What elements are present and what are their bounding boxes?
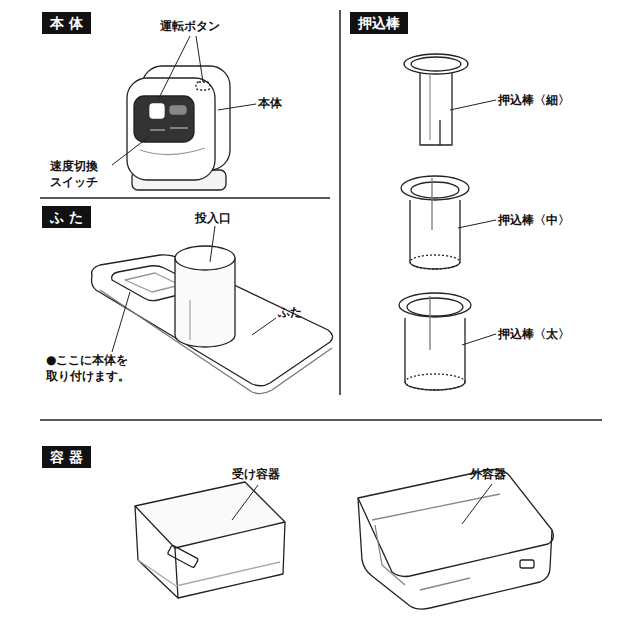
section-heading: ふ た	[42, 206, 91, 228]
receiving-container	[135, 482, 285, 598]
part-label: 押込棒〈細〉	[498, 92, 570, 108]
section-heading: 押込棒	[350, 12, 408, 34]
leader-line	[112, 36, 256, 165]
part-label: 受け容器	[232, 466, 280, 482]
heading-text: 容 器	[50, 449, 83, 465]
part-label: 運転ボタン	[160, 18, 220, 34]
leader-line	[450, 100, 496, 345]
part-label: ふた	[278, 304, 302, 320]
divider	[40, 419, 602, 421]
plunger-thick	[399, 293, 471, 390]
part-label: 押込棒〈太〉	[498, 326, 570, 342]
leader-line	[232, 485, 258, 520]
part-label: 速度切換 スイッチ	[50, 158, 116, 190]
leader-line	[462, 484, 492, 524]
part-label: 押込棒〈中〉	[498, 212, 570, 228]
leader-line	[112, 226, 276, 352]
divider	[40, 197, 330, 199]
plunger-thin	[404, 54, 468, 145]
heading-text: 押込棒	[358, 15, 400, 31]
part-label: 投入口	[195, 210, 231, 226]
part-label: 外容器	[470, 466, 506, 482]
part-label: ●ここに本体を 取り付けます。	[46, 352, 156, 384]
divider	[339, 10, 341, 395]
outer-container	[358, 470, 553, 610]
section-heading: 容 器	[42, 446, 91, 468]
heading-text: ふ た	[50, 209, 83, 225]
heading-text: 本 体	[50, 15, 83, 31]
main-unit	[127, 66, 230, 190]
section-heading: 本 体	[42, 12, 91, 34]
part-label: 本体	[258, 95, 282, 111]
plunger-medium	[401, 176, 469, 269]
